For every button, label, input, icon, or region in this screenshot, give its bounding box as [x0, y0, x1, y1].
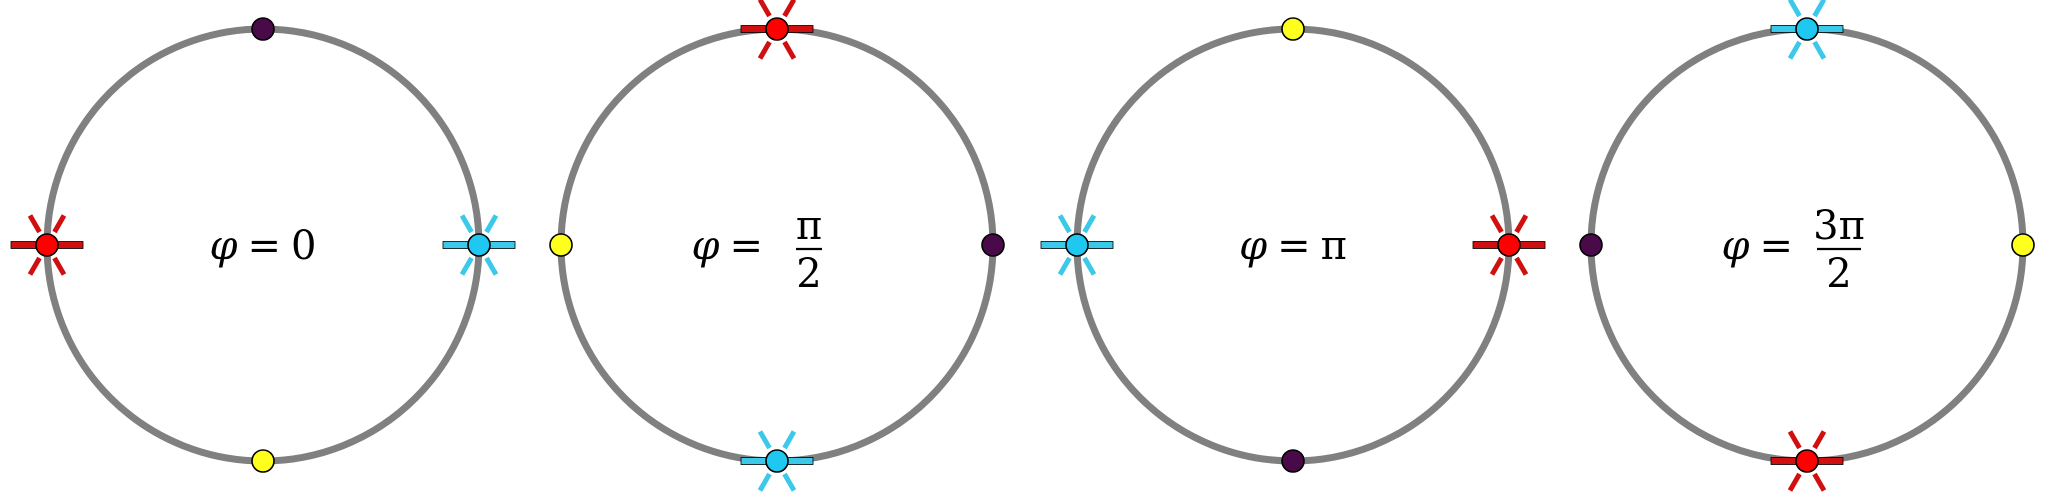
phase-label-text: φ=π	[1239, 223, 1347, 269]
emission-ray	[1489, 256, 1504, 276]
emission-ray	[1514, 256, 1529, 276]
purple-node-bottom	[1281, 449, 1305, 473]
emission-ray	[1787, 40, 1802, 60]
emission-ray	[52, 214, 67, 234]
emission-ray	[1812, 0, 1827, 18]
fraction-numerator: 3π	[1813, 203, 1865, 249]
phase-label: φ=0	[210, 223, 317, 269]
emission-ray	[782, 40, 797, 60]
phase-label: φ= 3π2	[1721, 203, 1864, 297]
emission-ray	[1812, 40, 1827, 60]
fraction-denominator: 2	[1826, 251, 1851, 297]
yellow-node-left	[549, 233, 573, 257]
orbit-ring	[1587, 25, 2027, 465]
emission-ray	[1082, 256, 1097, 276]
emission-ray	[484, 214, 499, 234]
purple-node-top	[251, 17, 275, 41]
emission-ray	[757, 430, 772, 450]
starburst-dot-icon	[1795, 17, 1819, 41]
phase-label-lhs: φ=	[691, 223, 763, 269]
emission-ray	[1082, 214, 1097, 234]
starburst-dot-icon	[1795, 449, 1819, 473]
red-emitting-node-bottom	[1770, 430, 1844, 492]
purple-node-right	[981, 233, 1005, 257]
phase-label: φ=π	[1239, 223, 1347, 269]
emission-ray	[757, 472, 772, 492]
red-emitting-node-right	[1472, 214, 1546, 276]
emission-ray	[52, 256, 67, 276]
emission-ray	[1489, 214, 1504, 234]
fraction-denominator: 2	[796, 251, 821, 297]
emission-ray	[757, 40, 772, 60]
phase-panel-1: φ= π2	[549, 0, 1005, 492]
emission-ray	[1812, 472, 1827, 492]
emission-ray	[1787, 472, 1802, 492]
emission-ray	[1787, 0, 1802, 18]
phase-label-text: φ=0	[210, 223, 317, 269]
yellow-node-top	[1281, 17, 1305, 41]
phase-label: φ= π2	[691, 203, 822, 297]
starburst-dot-icon	[1497, 233, 1521, 257]
starburst-dot-icon	[765, 449, 789, 473]
cyan-emitting-node-top	[1770, 0, 1844, 60]
emission-ray	[782, 430, 797, 450]
cyan-emitting-node-bottom	[740, 430, 814, 492]
phase-panel-2: φ=π	[1040, 17, 1546, 473]
emission-ray	[459, 256, 474, 276]
starburst-dot-icon	[467, 233, 491, 257]
phase-panel-3: φ= 3π2	[1579, 0, 2035, 492]
emission-ray	[1514, 214, 1529, 234]
purple-node-left	[1579, 233, 1603, 257]
starburst-dot-icon	[1065, 233, 1089, 257]
fraction-numerator: π	[796, 203, 822, 249]
emission-ray	[757, 0, 772, 18]
emission-ray	[782, 0, 797, 18]
emission-ray	[459, 214, 474, 234]
yellow-node-right	[2011, 233, 2035, 257]
starburst-dot-icon	[765, 17, 789, 41]
yellow-node-bottom	[251, 449, 275, 473]
red-emitting-node-top	[740, 0, 814, 60]
emission-ray	[1812, 430, 1827, 450]
emission-ray	[27, 214, 42, 234]
cyan-emitting-node-right	[442, 214, 516, 276]
phase-panel-0: φ=0	[10, 17, 516, 473]
phase-label-lhs: φ=	[1721, 223, 1793, 269]
emission-ray	[1787, 430, 1802, 450]
orbit-ring	[557, 25, 997, 465]
emission-ray	[1057, 256, 1072, 276]
emission-ray	[27, 256, 42, 276]
emission-ray	[1057, 214, 1072, 234]
emission-ray	[782, 472, 797, 492]
emission-ray	[484, 256, 499, 276]
red-emitting-node-left	[10, 214, 84, 276]
cyan-emitting-node-left	[1040, 214, 1114, 276]
starburst-dot-icon	[35, 233, 59, 257]
